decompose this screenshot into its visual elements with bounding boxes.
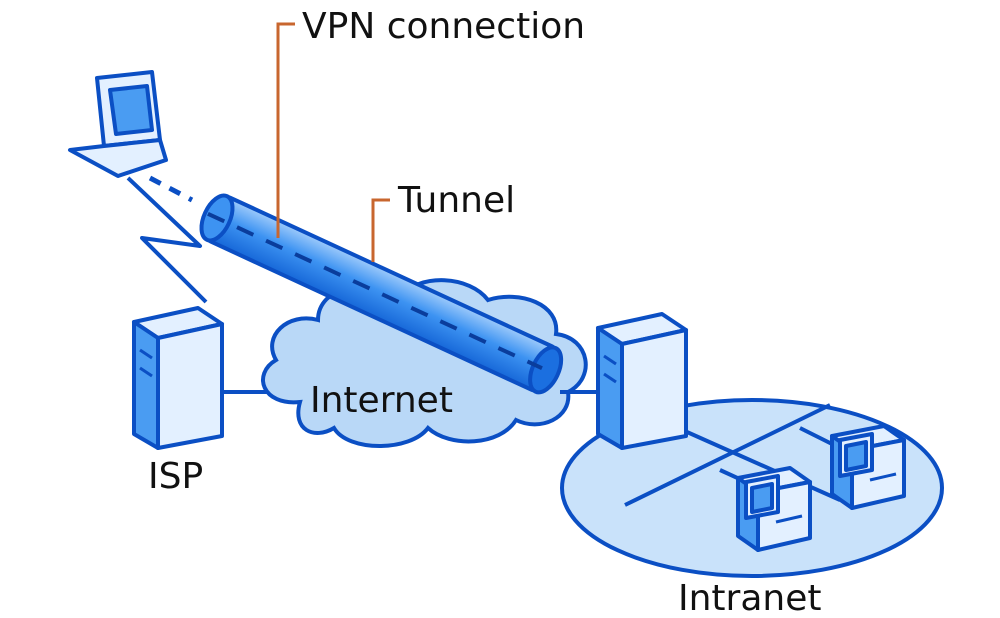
dialup-link <box>126 176 208 304</box>
tunnel-icon <box>199 193 564 395</box>
vpn-connection-label: VPN connection <box>302 6 585 47</box>
intranet-label: Intranet <box>678 578 822 618</box>
tunnel-callout-line <box>371 198 390 262</box>
internet-label: Internet <box>310 380 453 421</box>
vpn-lead-in <box>148 175 194 203</box>
workstation-icon-2 <box>736 466 812 552</box>
isp-label: ISP <box>148 456 203 497</box>
workstation-icon <box>830 424 906 510</box>
server-icon <box>132 306 224 450</box>
laptop-icon <box>68 70 168 178</box>
vpn-connection-callout-line <box>276 22 295 238</box>
intranet-server-icon <box>596 312 688 450</box>
tunnel-label: Tunnel <box>397 180 515 221</box>
cloud-icon <box>261 278 588 448</box>
